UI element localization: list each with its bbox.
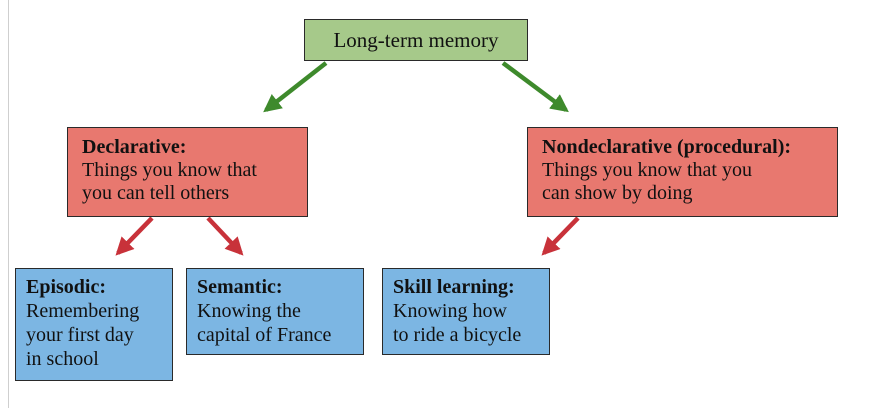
arrow-declarative-to-episodic — [115, 216, 154, 256]
semantic-desc-line-1: Knowing the — [197, 300, 301, 322]
semantic-box: Semantic: Knowing the capital of France — [186, 268, 364, 355]
nondeclarative-box: Nondeclarative (procedural): Things you … — [527, 127, 838, 217]
episodic-desc-line-2: your first day — [26, 324, 134, 346]
declarative-desc-line-2: you can tell others — [82, 182, 230, 204]
nondeclarative-title: Nondeclarative (procedural): — [542, 136, 792, 158]
left-border-line — [8, 0, 9, 408]
episodic-box: Episodic: Remembering your first day in … — [15, 268, 173, 381]
episodic-title: Episodic: — [26, 276, 107, 298]
skill-learning-title: Skill learning: — [393, 276, 515, 298]
episodic-desc-line-3: in school — [26, 348, 99, 370]
declarative-box: Declarative: Things you know that you ca… — [67, 127, 308, 217]
nondeclarative-desc-line-1: Things you know that you — [542, 159, 752, 181]
semantic-desc-line-2: capital of France — [197, 324, 332, 346]
arrow-nondeclarative-to-skill — [541, 216, 580, 256]
nondeclarative-desc-line-2: can show by doing — [542, 182, 693, 204]
skill-learning-desc-line-2: to ride a bicycle — [393, 324, 522, 346]
semantic-title: Semantic: — [197, 276, 283, 298]
skill-learning-desc-line-1: Knowing how — [393, 300, 507, 322]
arrow-root-to-nondeclarative — [501, 61, 569, 113]
long-term-memory-box: Long-term memory — [304, 19, 528, 61]
declarative-title: Declarative: — [82, 136, 187, 158]
long-term-memory-label: Long-term memory — [333, 27, 499, 52]
declarative-desc-line-1: Things you know that — [82, 159, 257, 181]
arrow-declarative-to-semantic — [206, 216, 244, 256]
episodic-desc-line-1: Remembering — [26, 300, 140, 322]
skill-learning-box: Skill learning: Knowing how to ride a bi… — [382, 268, 550, 355]
arrow-root-to-declarative — [263, 61, 328, 113]
